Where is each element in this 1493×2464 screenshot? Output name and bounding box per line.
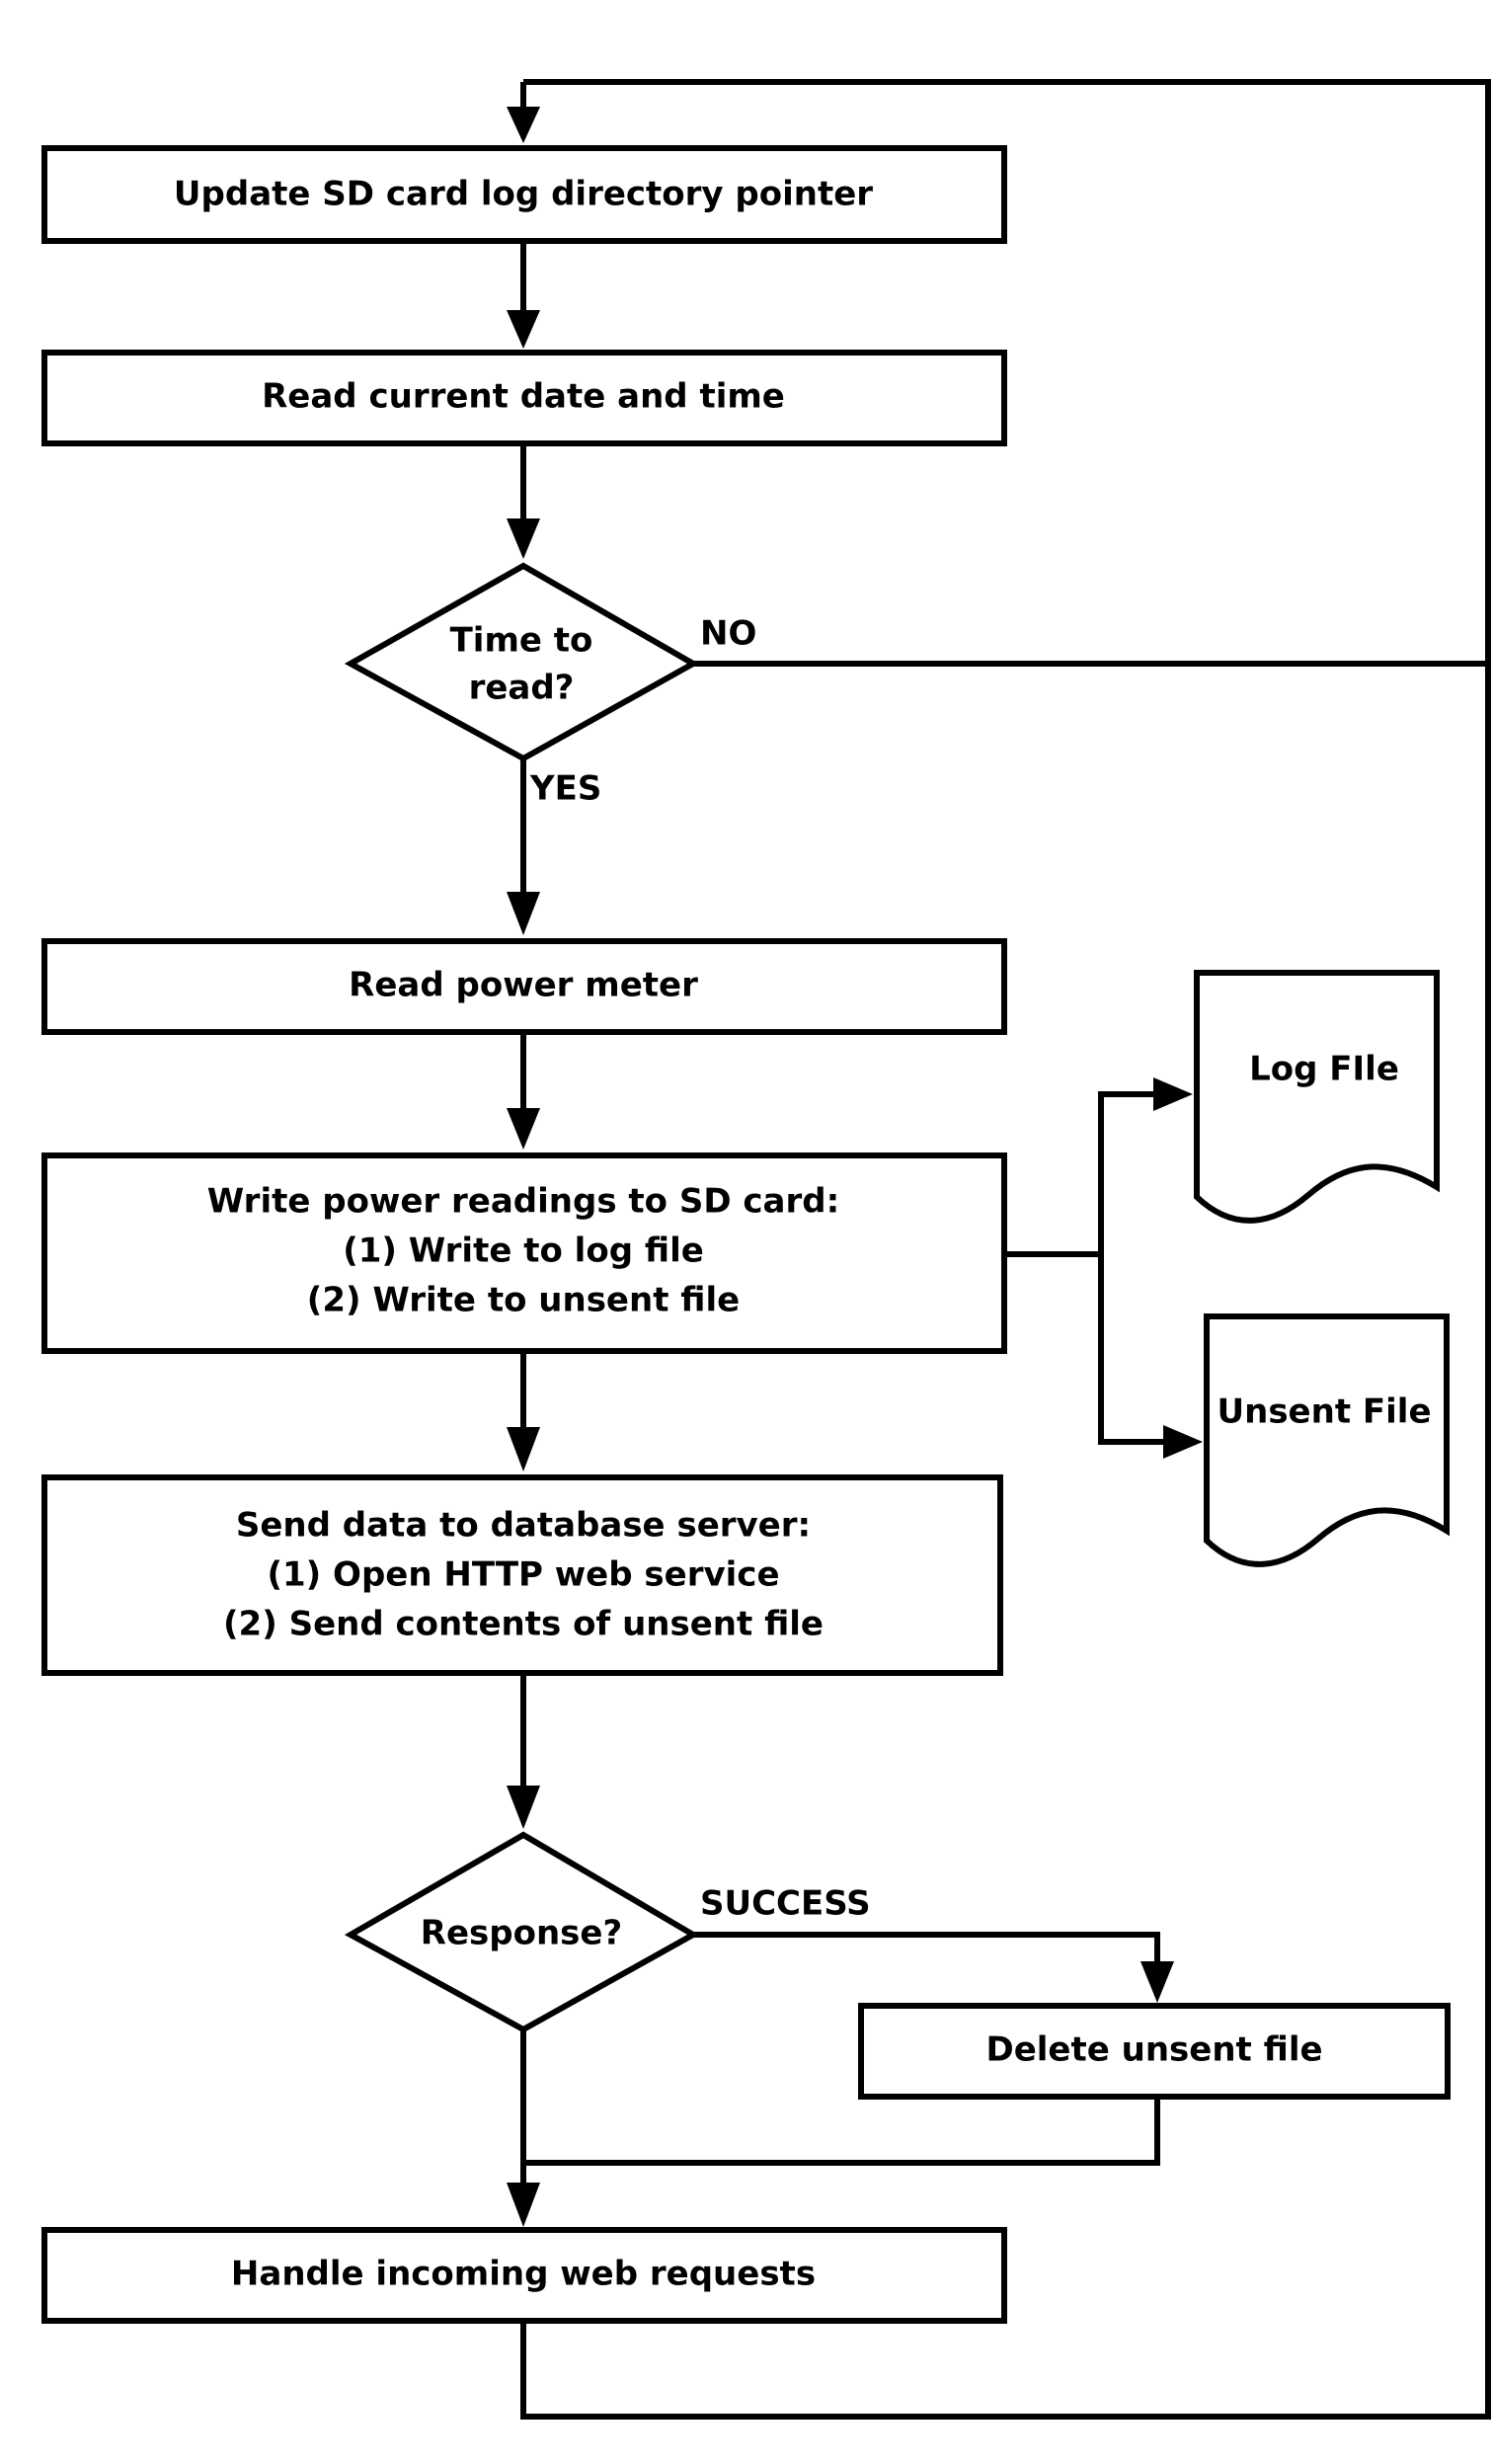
- update-pointer-label: Update SD card log directory pointer: [174, 175, 873, 214]
- success-edge-label: SUCCESS: [700, 1884, 871, 1924]
- write-readings-box: [41, 1153, 1007, 1354]
- write-readings-label-line2: (1) Write to log file: [343, 1232, 704, 1271]
- response-decision: [344, 1831, 700, 2033]
- send-data-label-line3: (2) Send contents of unsent file: [223, 1605, 824, 1644]
- time-to-read-decision: [344, 562, 700, 762]
- time-to-read-label-line2: read?: [469, 669, 575, 708]
- time-to-read-label-line1: Time to: [450, 621, 593, 661]
- arrowhead-into-response: [507, 1786, 540, 1829]
- send-data-label-line2: (1) Open HTTP web service: [267, 1555, 779, 1595]
- write-readings-label-line3: (2) Write to unsent file: [307, 1281, 740, 1320]
- handle-requests-label: Handle incoming web requests: [231, 2255, 816, 2294]
- no-edge-label: NO: [700, 614, 756, 654]
- unsent-file-label: Unsent File: [1218, 1392, 1432, 1432]
- arrowhead-into-log-file: [1153, 1077, 1193, 1111]
- log-file-label: Log FIle: [1249, 1050, 1399, 1089]
- delete-unsent-label: Delete unsent file: [985, 2030, 1322, 2070]
- read-datetime-label: Read current date and time: [262, 377, 785, 417]
- arrowhead-into-handle: [507, 2183, 540, 2227]
- arrowhead-into-read-meter: [507, 892, 540, 935]
- read-meter-box: [41, 938, 1007, 1035]
- connector-write-to-files: [1004, 1091, 1170, 1445]
- handle-requests-box: [41, 2227, 1007, 2324]
- send-data-box: [41, 1474, 1003, 1676]
- update-pointer-box: [41, 145, 1007, 244]
- yes-edge-label: YES: [529, 769, 601, 809]
- arrowhead-into-decision: [507, 518, 540, 559]
- send-data-label-line1: Send data to database server:: [236, 1506, 811, 1546]
- arrowhead-into-send: [507, 1427, 540, 1471]
- write-readings-label-line1: Write power readings to SD card:: [207, 1182, 839, 1222]
- connector-delete-to-merge: [523, 2097, 1160, 2166]
- arrowhead-into-write: [507, 1108, 540, 1150]
- delete-unsent-box: [858, 2003, 1451, 2100]
- arrowhead-into-unsent-file: [1163, 1425, 1203, 1459]
- read-datetime-box: [41, 350, 1007, 446]
- log-file-document: [1194, 970, 1440, 1224]
- connector-success-branch: [693, 1932, 1160, 1965]
- read-meter-label: Read power meter: [349, 966, 698, 1005]
- arrowhead-into-datetime: [507, 310, 540, 349]
- arrowhead-into-update: [507, 107, 540, 143]
- response-label: Response?: [421, 1914, 622, 1953]
- loop-return-into-top: [520, 79, 1491, 2420]
- arrowhead-into-delete: [1140, 1961, 1174, 2003]
- unsent-file-document: [1204, 1313, 1450, 1567]
